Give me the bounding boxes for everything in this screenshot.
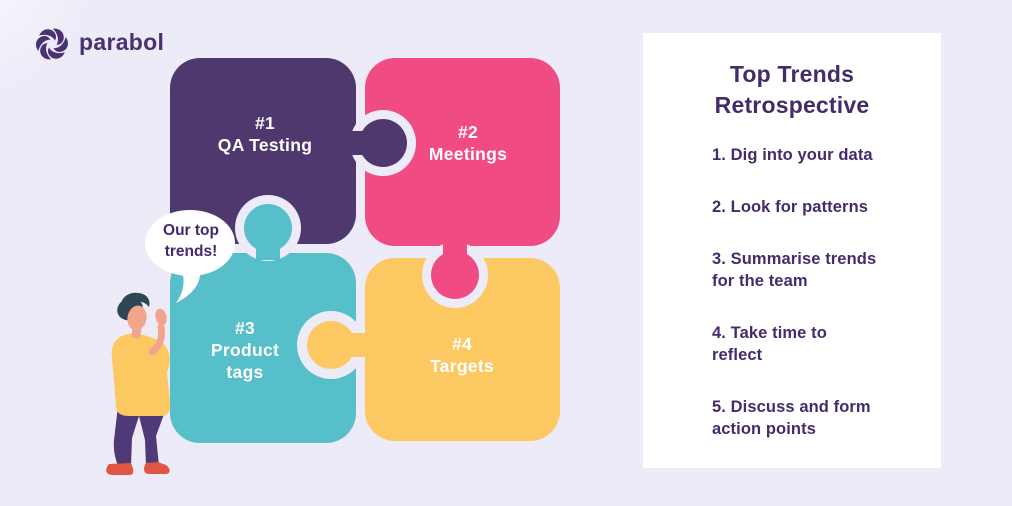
puzzle-piece-2 [365, 58, 560, 246]
piece-1-text: QA Testing [217, 135, 313, 155]
step-4-line1: 4. Take time to [712, 324, 827, 342]
parabol-logo-icon [36, 28, 68, 60]
shoe-left [106, 463, 134, 475]
step-4-line2: reflect [712, 346, 763, 364]
steps-list: 1. Dig into your data 2. Look for patter… [712, 144, 928, 440]
piece-1-rank: #1 [254, 113, 276, 133]
card-title: Top Trends Retrospective [643, 59, 941, 121]
person-illustration [106, 292, 171, 475]
brand-logo: parabol [34, 26, 164, 62]
step-3-line2: for the team [712, 272, 808, 290]
piece-1-label: #1 QA Testing [218, 112, 312, 156]
step-5: 5. Discuss and form action points [712, 396, 928, 440]
step-2-line1: 2. Look for patterns [712, 198, 869, 216]
trends-card: Top Trends Retrospective 1. Dig into you… [643, 33, 941, 468]
piece-2-rank: #2 [457, 122, 479, 142]
puzzle-piece-4 [365, 258, 560, 441]
piece-4-label: #4 Targets [430, 333, 494, 377]
piece-3-text: Product [210, 340, 280, 360]
piece-2-label: #2 Meetings [429, 121, 507, 165]
step-1-line1: 1. Dig into your data [712, 146, 873, 164]
card-title-line2: Retrospective [714, 92, 870, 118]
piece-4-rank: #4 [451, 334, 473, 354]
piece-3-label: #3 Product tags [211, 317, 279, 383]
step-3: 3. Summarise trends for the team [712, 248, 928, 292]
piece-4-text: Targets [429, 356, 495, 376]
card-title-line1: Top Trends [729, 61, 855, 87]
step-4: 4. Take time to reflect [712, 322, 928, 366]
speech-bubble-line1: Our top [163, 222, 219, 239]
puzzle-diagram [170, 58, 560, 443]
piece-2-text: Meetings [428, 144, 508, 164]
piece-3-rank: #3 [234, 318, 256, 338]
step-1: 1. Dig into your data [712, 144, 928, 166]
piece-3-text-line2: tags [226, 362, 264, 382]
brand-name: parabol [79, 29, 165, 55]
speech-bubble-line2: trends! [164, 243, 218, 260]
puzzle-piece-1 [170, 58, 356, 244]
speech-bubble-text: Our top trends! [163, 220, 219, 262]
shoe-right [144, 462, 170, 474]
step-3-line1: 3. Summarise trends [712, 250, 877, 268]
speech-bubble [145, 210, 235, 303]
puzzle-piece-3 [170, 253, 356, 443]
step-5-line2: action points [712, 420, 816, 438]
step-2: 2. Look for patterns [712, 196, 928, 218]
step-5-line1: 5. Discuss and form [712, 398, 871, 416]
